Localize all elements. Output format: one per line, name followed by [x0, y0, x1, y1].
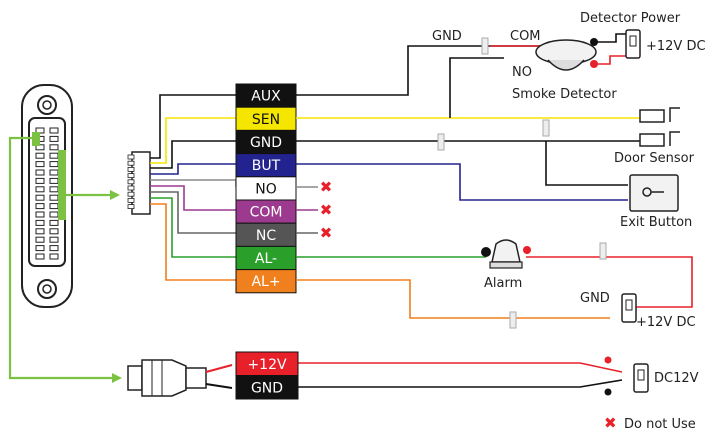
- exit-button-label: Exit Button: [620, 215, 692, 230]
- alarm-gnd-label: GND: [580, 291, 610, 306]
- connector-pin: [49, 135, 59, 142]
- connector-pin: [49, 228, 59, 235]
- terminal-5-label: COM: [250, 205, 283, 221]
- legend-x-icon: ✖: [604, 414, 617, 432]
- connector-pin: [35, 194, 45, 201]
- power-terminal-1-cell: [235, 375, 299, 400]
- plug-pin: [127, 204, 135, 210]
- connector-pin: [49, 219, 59, 226]
- connector-pin: [35, 152, 45, 159]
- power-terminal-block: +12V GND: [235, 351, 299, 400]
- connector-pin: [49, 236, 59, 243]
- com-top-label: COM: [510, 29, 541, 44]
- x-mark-no: ✖: [320, 178, 333, 196]
- terminal-8-label: AL+: [251, 274, 280, 290]
- terminal-3-label: BUT: [252, 158, 281, 174]
- block-wires: [150, 94, 237, 281]
- plug-pin: [127, 191, 135, 197]
- power-dc-label: DC12V: [654, 371, 699, 386]
- detector-12v-label: +12V DC: [646, 39, 706, 54]
- smoke-detector-icon: [535, 38, 598, 71]
- terminal-2-label: GND: [250, 135, 282, 151]
- connector-pin: [49, 177, 59, 184]
- terminal-7-label: AL-: [255, 251, 277, 267]
- connector-pin: [35, 245, 45, 252]
- smoke-detector-label: Smoke Detector: [512, 87, 617, 102]
- connector-pin: [35, 186, 45, 193]
- connector-pin: [49, 245, 59, 252]
- power-terminal-0-label: +12V: [247, 357, 287, 373]
- plug-pin: [127, 185, 135, 191]
- detector-power-plug-icon: [625, 29, 641, 59]
- do-not-use-marks: ✖ ✖ ✖: [296, 178, 332, 242]
- plug-pin: [127, 154, 135, 160]
- polarity-marks: [604, 356, 612, 396]
- connector-pin: [35, 219, 45, 226]
- no-top-label: NO: [512, 65, 532, 80]
- terminal-4-label: NO: [255, 181, 277, 197]
- terminal-6-label: NC: [256, 228, 276, 244]
- connector-pin: [49, 169, 59, 176]
- connector-pin: [49, 186, 59, 193]
- alarm-power-plug-icon: [621, 293, 637, 323]
- terminal-8-cell: [235, 269, 297, 294]
- x-mark-com: ✖: [320, 201, 333, 219]
- x-mark-nc: ✖: [320, 224, 333, 242]
- plug-pin: [127, 160, 135, 166]
- connector-pin: [49, 253, 59, 260]
- power-terminal-1-label: GND: [251, 380, 283, 396]
- connector-pin: [49, 161, 59, 168]
- connector-pin: [35, 177, 45, 184]
- connector-pin: [35, 161, 45, 168]
- detector-power-label: Detector Power: [580, 11, 681, 26]
- connector-pin: [35, 203, 45, 210]
- device-connector: [21, 84, 73, 308]
- connector-pin: [35, 236, 45, 243]
- connector-pin: [49, 152, 59, 159]
- dc12v-plug-icon: [633, 363, 649, 393]
- connector-pin: [35, 169, 45, 176]
- connector-pin: [49, 211, 59, 218]
- terminal-1-label: SEN: [252, 112, 280, 128]
- connector-pin: [35, 228, 45, 235]
- plug-pin: [127, 197, 135, 203]
- connector-pin: [35, 253, 45, 260]
- connector-pin: [49, 144, 59, 151]
- connector-pin: [49, 194, 59, 201]
- plug-connector: [127, 151, 151, 215]
- terminal-0-label: AUX: [251, 89, 281, 105]
- connector-pin: [49, 203, 59, 210]
- terminal-block: AUX SEN GND BUT NO COM NC AL- AL+: [235, 83, 297, 294]
- legend-label: Do not Use: [624, 417, 696, 432]
- connector-pin: [35, 211, 45, 218]
- gnd-top-label: GND: [432, 29, 462, 44]
- door-sensor-icon: [639, 107, 680, 147]
- exit-button-icon: [629, 174, 679, 212]
- plug-pin: [127, 166, 135, 172]
- barrel-connector-icon: [127, 359, 233, 397]
- alarm-label: Alarm: [484, 276, 522, 291]
- connector-pin: [49, 127, 59, 134]
- right-wires: [296, 33, 693, 388]
- door-sensor-label: Door Sensor: [614, 151, 695, 166]
- alarm-icon: [481, 239, 531, 269]
- pointer-arrows: [8, 136, 122, 383]
- plug-pin: [127, 173, 135, 179]
- alarm-12v-label: +12V DC: [636, 315, 696, 330]
- plug-pin: [127, 179, 135, 185]
